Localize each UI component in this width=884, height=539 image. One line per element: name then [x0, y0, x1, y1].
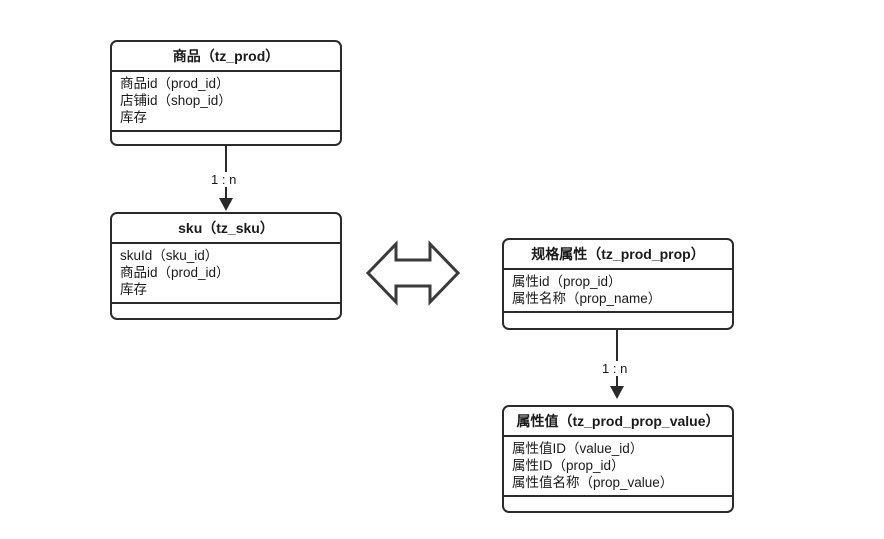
- entity-attributes-tz-prod-prop-value: 属性值ID（value_id） 属性ID（prop_id） 属性值名称（prop…: [504, 437, 732, 497]
- attribute-row: 店铺id（shop_id）: [120, 93, 232, 108]
- entity-title-tz-prod-prop-value: 属性值（tz_prod_prop_value）: [504, 407, 732, 437]
- attribute-row: 商品id（prod_id）: [120, 76, 230, 91]
- connector-arrowhead-prop-value: [610, 386, 624, 399]
- entity-tz-prod-prop-value[interactable]: 属性值（tz_prod_prop_value） 属性值ID（value_id） …: [502, 405, 734, 513]
- entity-operations-tz-prod-prop-value: [504, 497, 732, 511]
- entity-attributes-tz-prod: 商品id（prod_id） 店铺id（shop_id） 库存: [112, 72, 340, 132]
- connector-line-prop-value: [616, 330, 618, 386]
- entity-title-tz-prod: 商品（tz_prod）: [112, 42, 340, 72]
- left-right-arrow-icon: [365, 238, 461, 308]
- connector-label-prop-value: 1 : n: [600, 361, 630, 376]
- entity-operations-tz-prod-prop: [504, 313, 732, 328]
- attribute-row: 属性名称（prop_name）: [512, 291, 662, 306]
- entity-tz-sku[interactable]: sku（tz_sku） skuId（sku_id） 商品id（prod_id） …: [110, 212, 342, 320]
- entity-operations-tz-prod: [112, 132, 340, 144]
- attribute-row: skuId（sku_id）: [120, 248, 219, 263]
- attribute-row: 商品id（prod_id）: [120, 265, 230, 280]
- entity-attributes-tz-prod-prop: 属性id（prop_id） 属性名称（prop_name）: [504, 270, 732, 313]
- attribute-row: 属性ID（prop_id）: [512, 458, 625, 473]
- attribute-row: 属性值名称（prop_value）: [512, 475, 674, 490]
- connector-label-prod-sku: 1 : n: [209, 172, 239, 187]
- attribute-row: 属性id（prop_id）: [512, 274, 622, 289]
- left-right-arrow-svg: [365, 240, 461, 306]
- entity-operations-tz-sku: [112, 304, 340, 318]
- connector-arrowhead-prod-sku: [219, 198, 233, 211]
- attribute-row: 库存: [120, 282, 147, 297]
- attribute-row: 属性值ID（value_id）: [512, 441, 644, 456]
- entity-tz-prod[interactable]: 商品（tz_prod） 商品id（prod_id） 店铺id（shop_id） …: [110, 40, 342, 146]
- attribute-row: 库存: [120, 110, 147, 125]
- entity-title-tz-prod-prop: 规格属性（tz_prod_prop）: [504, 240, 732, 270]
- entity-tz-prod-prop[interactable]: 规格属性（tz_prod_prop） 属性id（prop_id） 属性名称（pr…: [502, 238, 734, 330]
- entity-attributes-tz-sku: skuId（sku_id） 商品id（prod_id） 库存: [112, 244, 340, 304]
- entity-title-tz-sku: sku（tz_sku）: [112, 214, 340, 244]
